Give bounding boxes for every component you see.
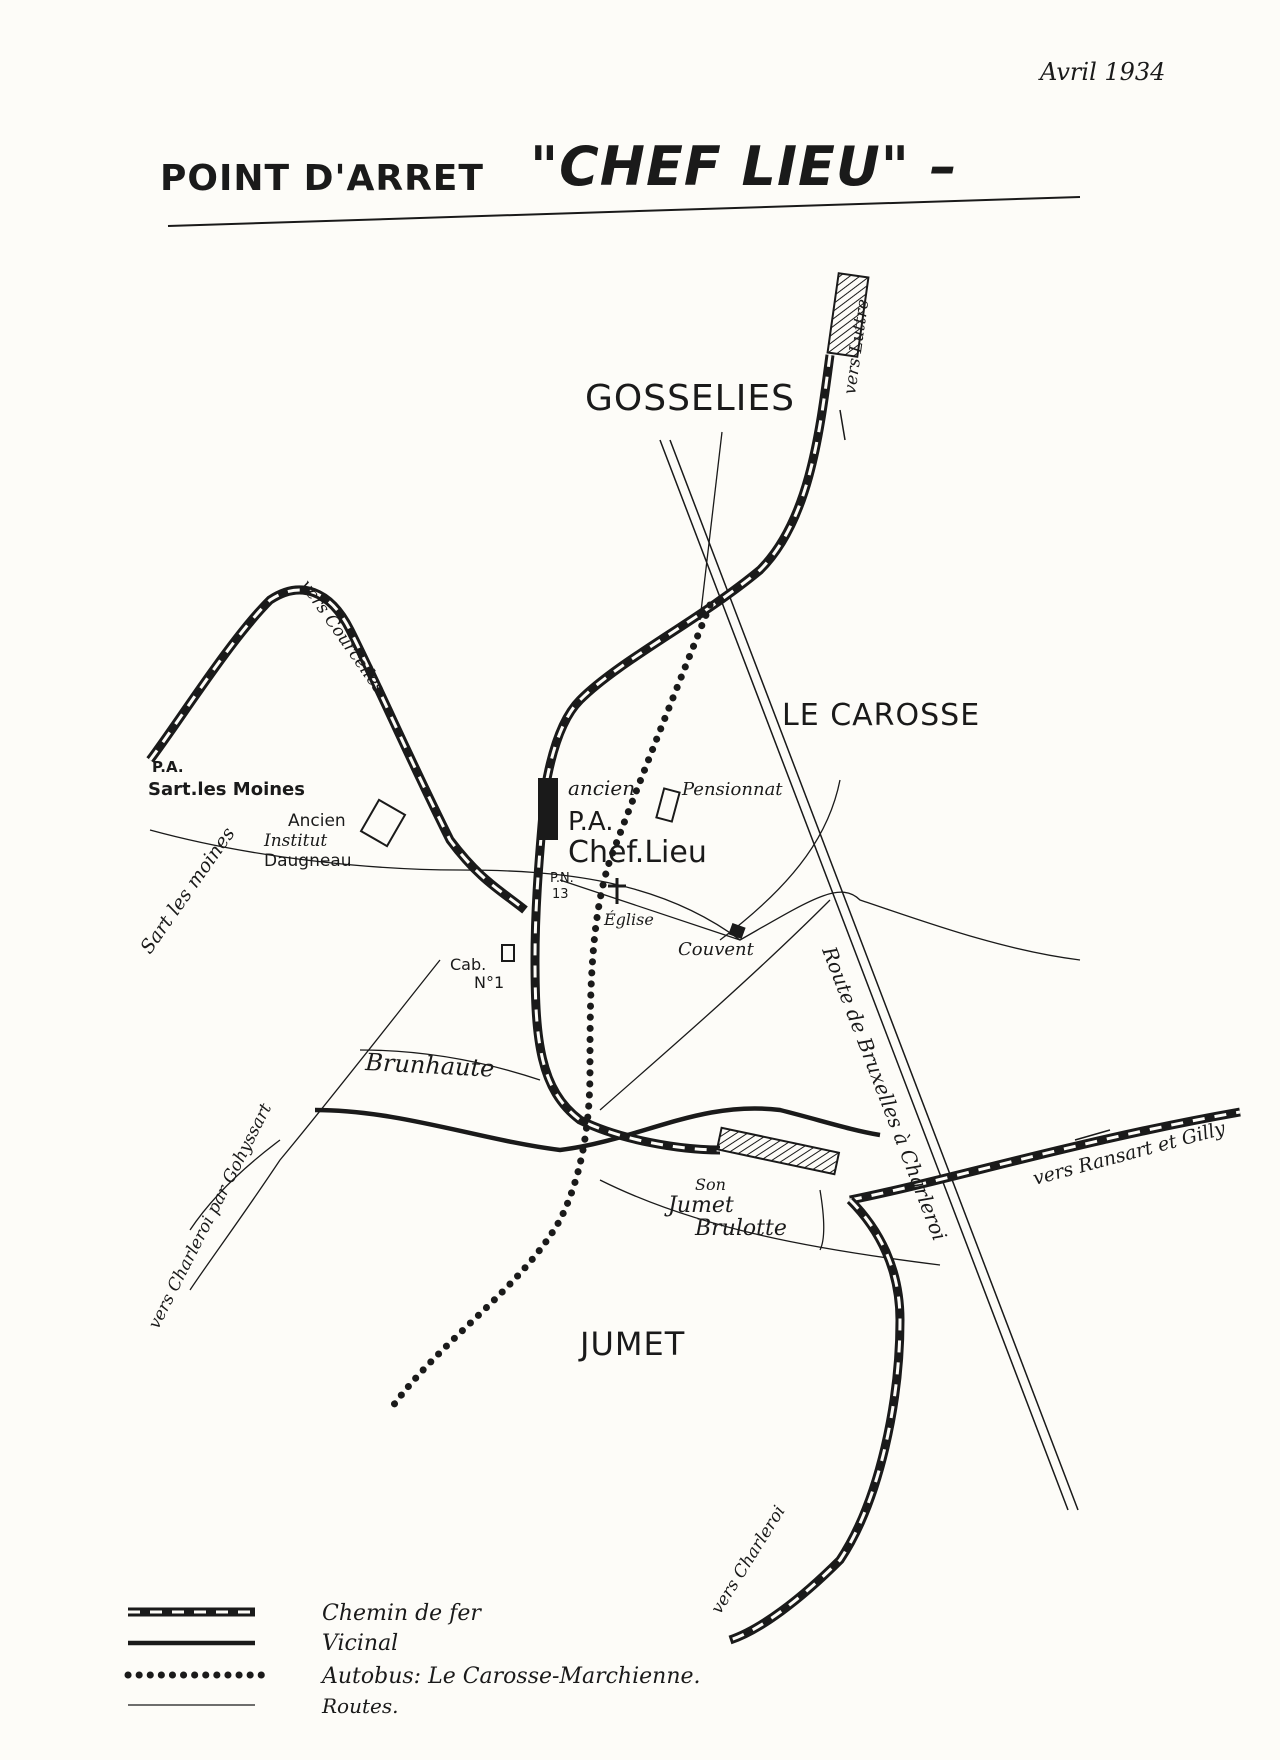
- label-pa-chef-lieu-line1: P.A.: [568, 807, 614, 837]
- label-vers-charleroi-gohyssart: vers Charleroi par Gohyssart: [145, 1100, 277, 1332]
- label-route-bruxelles: Route de Bruxelles à Charleroi: [817, 942, 952, 1244]
- label-cab-line1: Cab.: [450, 955, 486, 974]
- legend-item-railway: Chemin de fer: [128, 1601, 482, 1626]
- label-pa-sart-line1: P.A.: [152, 758, 184, 776]
- map-title-main: "CHEF LIEU" –: [530, 135, 958, 198]
- label-ancien-institut-1: Ancien: [288, 811, 346, 831]
- label-ancien-pa: ancien: [568, 776, 635, 800]
- place-brunhaute: Brunhaute: [364, 1048, 495, 1083]
- label-pa-sart-line2: Sart.les Moines: [148, 779, 305, 800]
- station-jumet-brulotte: [715, 1126, 841, 1176]
- building-couvent: [728, 922, 746, 940]
- road-west-east: [149, 829, 1081, 961]
- label-jumet-brulotte-line1: Jumet: [664, 1193, 734, 1218]
- roads: [149, 431, 1081, 1291]
- route-bruxelles-charleroi: [659, 439, 1079, 1511]
- label-pn-line1: P.N.: [550, 871, 574, 886]
- direction-arrow-icon: [839, 409, 1111, 1141]
- railways: [146, 354, 1241, 1645]
- road-gohyssart: [189, 959, 441, 1291]
- railway-charleroi-south: [728, 1196, 905, 1645]
- label-cab-line2: N°1: [474, 973, 504, 992]
- label-eglise: Église: [603, 909, 654, 929]
- road-couvent-diagonal: [599, 899, 831, 1111]
- legend-item-road: Routes.: [128, 1694, 398, 1718]
- label-vers-charleroi-south: vers Charleroi: [707, 1502, 789, 1617]
- label-ancien-institut-2: Institut: [263, 831, 327, 851]
- eglise-cross-icon: [608, 878, 626, 904]
- building-pensionnat: [655, 787, 681, 823]
- station-pa-chef-lieu: [538, 778, 558, 840]
- label-pa-chef-lieu-line2: Chef.Lieu: [568, 835, 707, 870]
- legend-label-tram: Vicinal: [322, 1631, 398, 1656]
- road-north-east: [719, 779, 841, 941]
- bus-route: [386, 601, 714, 1414]
- legend: Chemin de fer Vicinal Autobus: Le Caross…: [124, 1601, 701, 1718]
- legend-item-bus: Autobus: Le Carosse-Marchienne.: [124, 1664, 701, 1689]
- place-gosselies: GOSSELIES: [585, 378, 795, 419]
- road-brunhaute: [359, 1049, 541, 1081]
- label-vers-courcelles: vers Courcelles: [296, 576, 389, 697]
- label-sart-les-moines: Sart les moines: [136, 823, 240, 958]
- map-date: Avril 1934: [1038, 58, 1165, 86]
- vicinal-line: [314, 1106, 881, 1153]
- road-eglise-couvent: [559, 879, 741, 941]
- station-luttre-end: [826, 272, 870, 358]
- legend-item-tram: Vicinal: [128, 1631, 398, 1656]
- legend-label-bus: Autobus: Le Carosse-Marchienne.: [320, 1664, 701, 1689]
- legend-label-railway: Chemin de fer: [322, 1601, 482, 1626]
- legend-label-road: Routes.: [321, 1694, 398, 1718]
- label-ancien-institut-3: Daugneau: [264, 851, 352, 871]
- title-underline: [167, 196, 1081, 227]
- label-pensionnat: Pensionnat: [681, 779, 783, 800]
- road-gosselies-north: [699, 431, 723, 621]
- label-brulotte-code: Son: [695, 1175, 726, 1194]
- building-cab-n1: [501, 944, 515, 962]
- map-title-prefix: POINT D'ARRET: [160, 158, 484, 199]
- road-south-link: [819, 1189, 825, 1251]
- building-ancien-institut: [359, 798, 407, 848]
- label-couvent: Couvent: [678, 939, 755, 960]
- road-gohyssart-branch: [189, 1139, 281, 1231]
- place-le-carosse: LE CAROSSE: [782, 698, 980, 733]
- place-jumet: JUMET: [578, 1325, 685, 1363]
- label-pn-line2: 13: [552, 887, 569, 902]
- label-jumet-brulotte-line2: Brulotte: [694, 1216, 787, 1241]
